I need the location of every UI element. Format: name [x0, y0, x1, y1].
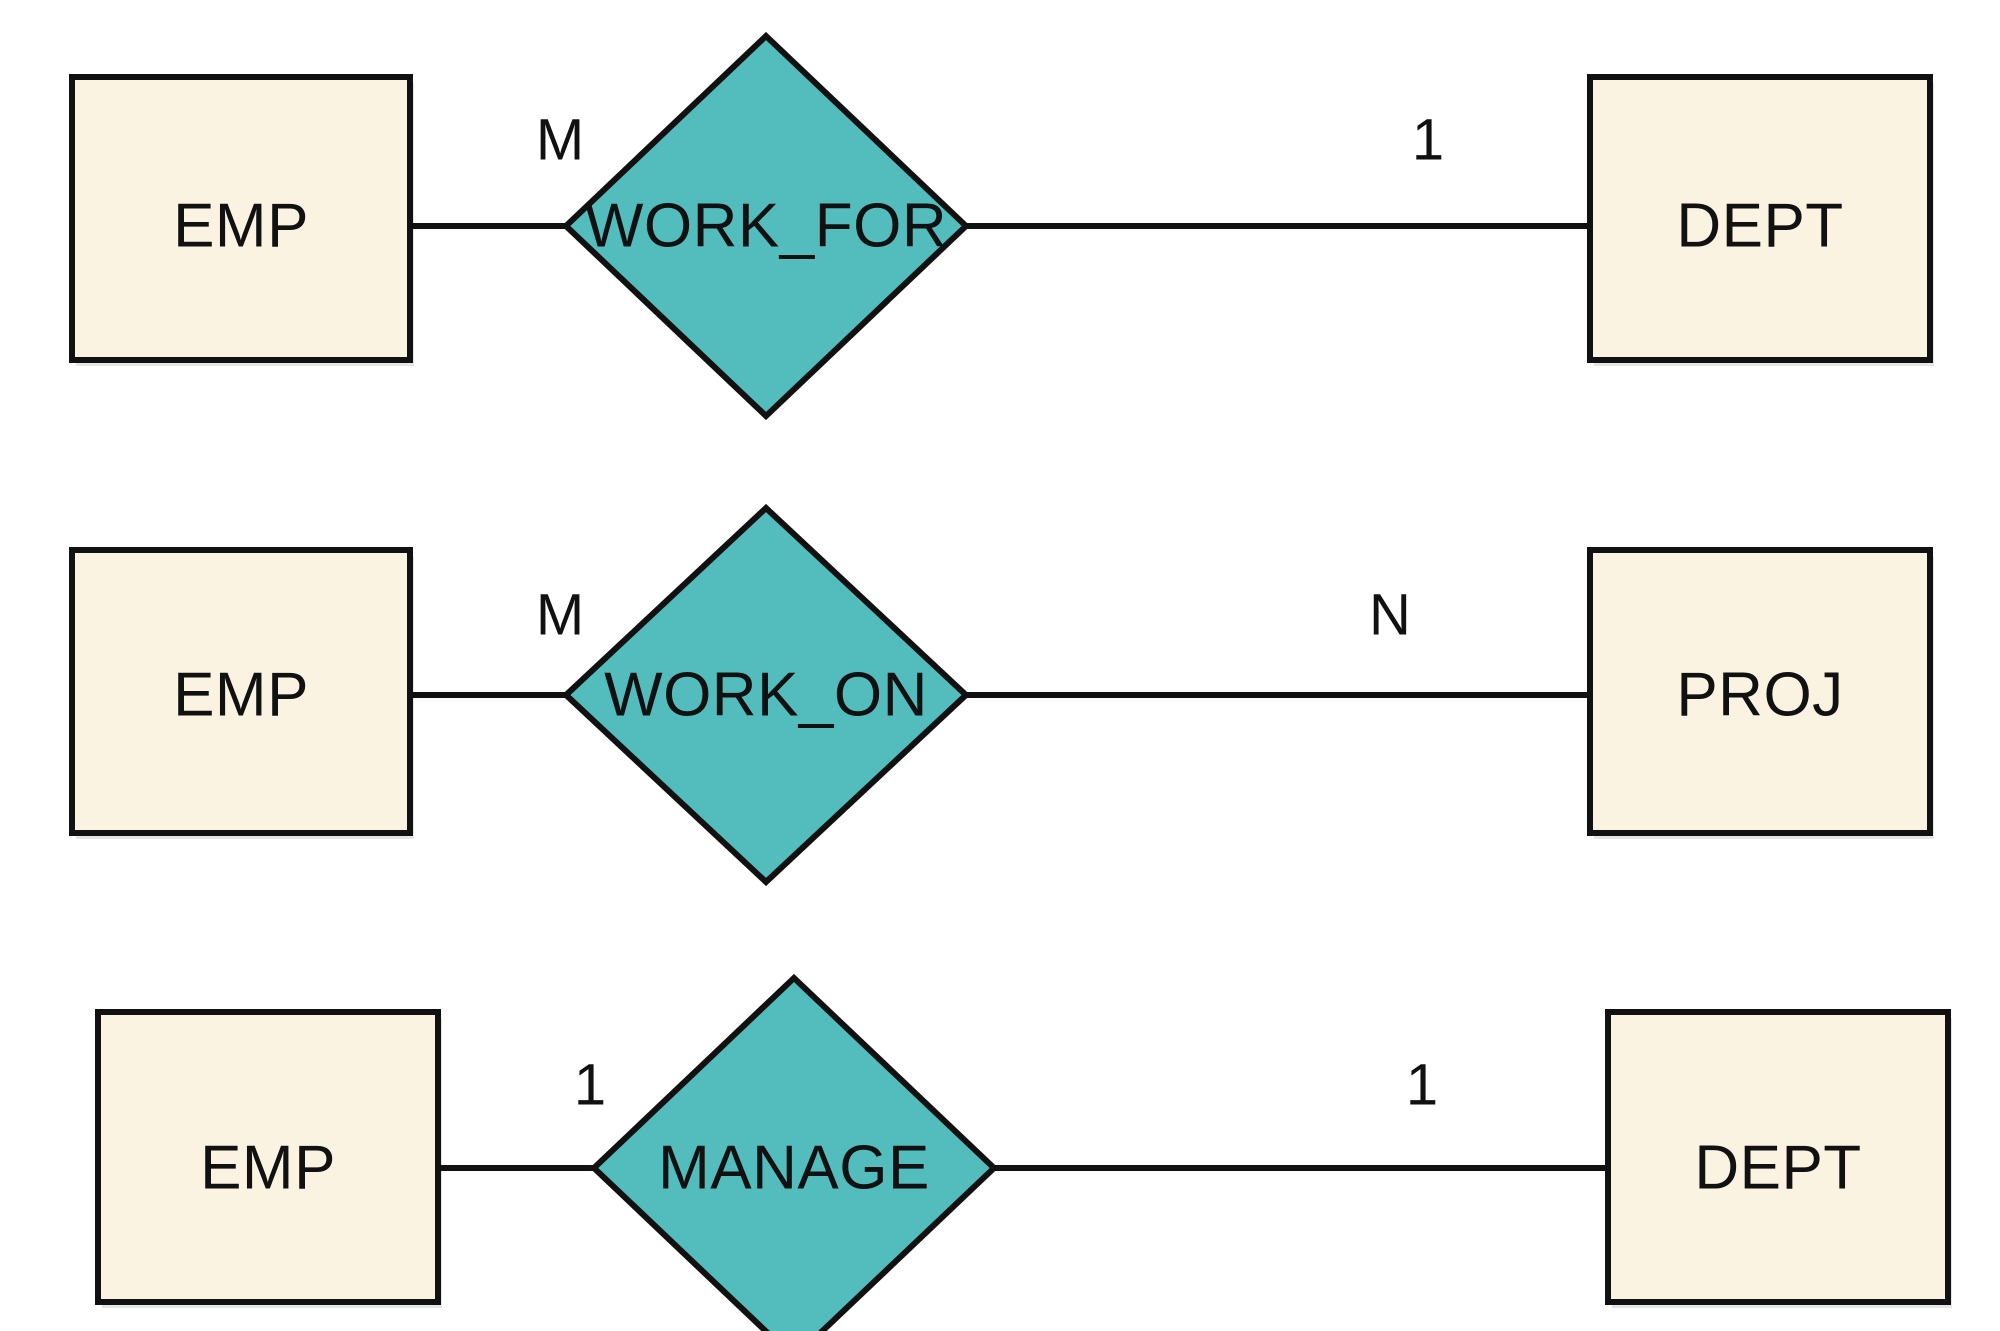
- relationship-diamond-manage[interactable]: [589, 973, 999, 1331]
- relationship-row-work-on: EMP M WORK_ON N PROJ: [69, 503, 1934, 887]
- entity-label-proj: PROJ: [1676, 661, 1843, 730]
- entity-label-emp-2: EMP: [173, 661, 309, 730]
- entity-label-emp-1: EMP: [173, 192, 309, 261]
- relationship-label-work-for: WORK_FOR: [585, 192, 947, 261]
- cardinality-left-work-for: M: [536, 108, 584, 173]
- entity-box-dept-1[interactable]: [1587, 74, 1933, 363]
- cardinality-right-work-for: 1: [1412, 108, 1444, 173]
- entity-box-dept-3[interactable]: [1605, 1009, 1951, 1305]
- relationship-diamond-work-on[interactable]: [561, 503, 971, 887]
- cardinality-left-work-on: M: [536, 583, 584, 648]
- relationship-row-work-for: EMP M WORK_FOR 1 DEPT: [69, 31, 1934, 421]
- cardinality-right-manage: 1: [1406, 1053, 1438, 1118]
- entity-box-emp-3[interactable]: [95, 1009, 441, 1305]
- relationship-diamond-work-for[interactable]: [561, 31, 971, 421]
- entity-label-dept-1: DEPT: [1676, 192, 1843, 261]
- entity-label-dept-3: DEPT: [1694, 1134, 1861, 1203]
- cardinality-left-manage: 1: [574, 1053, 606, 1118]
- entity-box-emp-1[interactable]: [69, 74, 413, 363]
- cardinality-right-work-on: N: [1369, 583, 1411, 648]
- relationship-label-manage: MANAGE: [658, 1134, 930, 1203]
- entity-label-emp-3: EMP: [200, 1134, 336, 1203]
- entity-box-emp-2[interactable]: [69, 547, 413, 836]
- entity-box-proj[interactable]: [1587, 547, 1933, 836]
- relationship-label-work-on: WORK_ON: [604, 661, 928, 730]
- relationship-row-manage: EMP 1 MANAGE 1 DEPT: [95, 973, 1952, 1331]
